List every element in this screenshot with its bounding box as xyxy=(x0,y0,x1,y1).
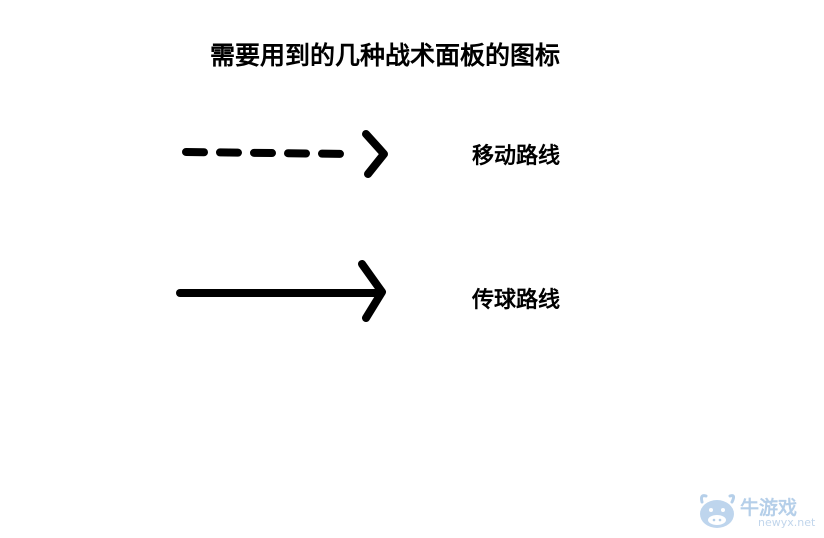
dashed-arrow-head xyxy=(362,130,388,178)
watermark-url: newyx.net xyxy=(758,516,816,529)
solid-arrow-icon xyxy=(176,260,386,322)
page-title: 需要用到的几种战术面板的图标 xyxy=(209,41,560,70)
watermark: 牛游戏 newyx.net xyxy=(696,492,820,534)
watermark-brand: 牛游戏 xyxy=(740,497,798,519)
cow-mascot-logo xyxy=(700,494,736,528)
legend-label-passing: 传球路线 xyxy=(472,288,561,313)
dashed-arrow-icon xyxy=(182,130,388,178)
legend-label-movement: 移动路线 xyxy=(472,144,561,169)
dashed-arrow-shaft xyxy=(182,148,354,158)
solid-arrow-head xyxy=(358,260,386,322)
